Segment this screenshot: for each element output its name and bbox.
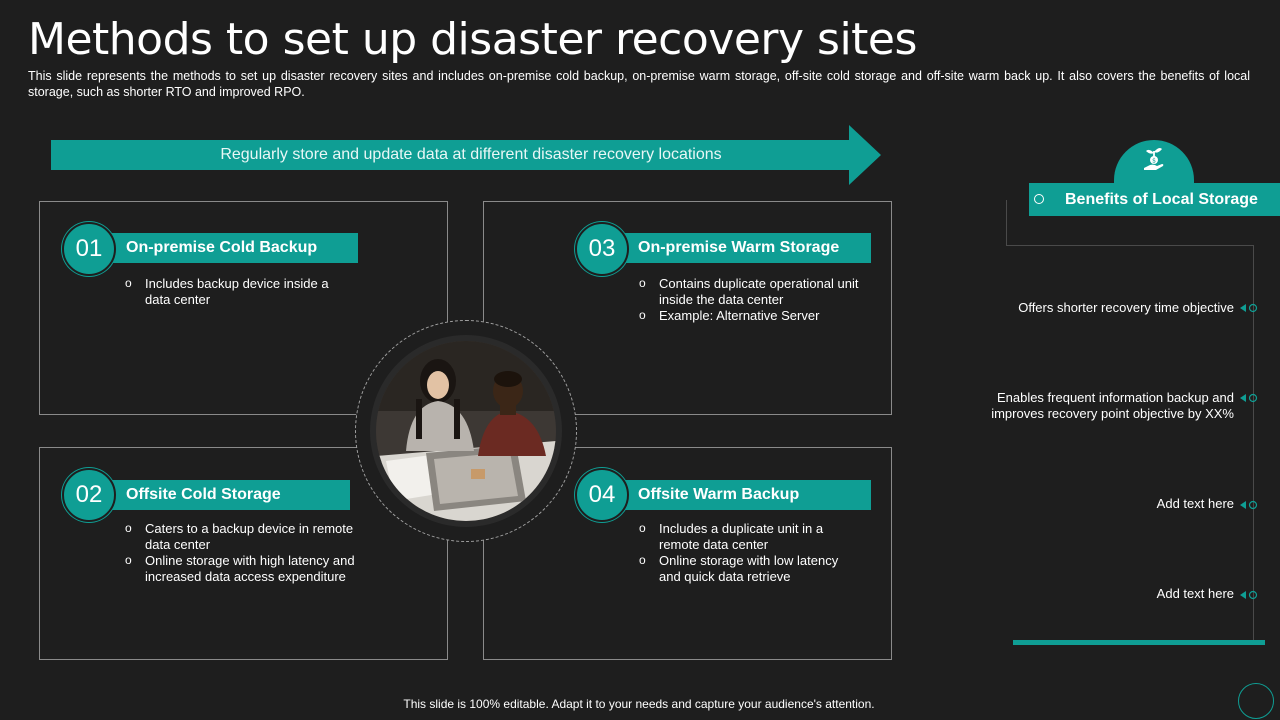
footer-note: This slide is 100% editable. Adapt it to…	[403, 697, 875, 711]
arrow-banner	[51, 125, 881, 185]
benefits-bottom-bar	[1013, 640, 1265, 645]
benefit-marker-icon	[1240, 590, 1258, 600]
benefit-item: Offers shorter recovery time objective	[1018, 300, 1234, 315]
method-number-badge: 03	[575, 222, 629, 276]
method-label: Offsite Warm Backup	[608, 480, 871, 510]
method-box-onprem-cold	[39, 201, 448, 415]
method-bullets: Includes backup device inside a data cen…	[125, 275, 340, 308]
bullet-item: Online storage with low latency and quic…	[639, 552, 854, 585]
benefit-item: Add text here	[1156, 586, 1234, 601]
page-title: Methods to set up disaster recovery site…	[28, 14, 917, 65]
method-number-badge: 04	[575, 468, 629, 522]
method-box-offsite-cold	[39, 447, 448, 660]
page-subtitle: This slide represents the methods to set…	[28, 69, 1250, 99]
bullet-item: Online storage with high latency and inc…	[125, 552, 365, 585]
method-label: On-premise Warm Storage	[608, 233, 871, 263]
arrow-banner-text: Regularly store and update data at diffe…	[220, 146, 722, 163]
benefits-header: Benefits of Local Storage	[1029, 183, 1280, 216]
bullet-item: Includes backup device inside a data cen…	[125, 275, 340, 308]
method-number-badge: 01	[62, 222, 116, 276]
benefit-marker-icon	[1240, 303, 1258, 313]
method-bullets: Includes a duplicate unit in a remote da…	[639, 520, 854, 585]
benefit-icon-container: $	[1114, 140, 1194, 184]
method-box-offsite-warm	[483, 447, 892, 660]
benefits-header-dot	[1034, 194, 1044, 204]
method-box-onprem-warm	[483, 201, 892, 415]
benefit-marker-icon	[1240, 393, 1258, 403]
method-number-badge: 02	[62, 468, 116, 522]
benefits-connector-top	[1006, 245, 1254, 246]
bullet-item: Contains duplicate operational unit insi…	[639, 275, 869, 308]
benefit-item: Add text here	[1156, 496, 1234, 511]
money-plant-hand-icon: $	[1144, 148, 1164, 170]
benefit-item: Enables frequent information backup and …	[991, 390, 1234, 421]
method-bullets: Contains duplicate operational unit insi…	[639, 275, 869, 324]
method-label: Offsite Cold Storage	[96, 480, 350, 510]
corner-decoration	[1238, 683, 1274, 719]
method-bullets: Caters to a backup device in remote data…	[125, 520, 365, 585]
benefit-marker-icon	[1240, 500, 1258, 510]
bullet-item: Caters to a backup device in remote data…	[125, 520, 365, 553]
bullet-item: Example: Alternative Server	[639, 307, 869, 324]
benefits-timeline	[1253, 245, 1254, 643]
svg-text:$: $	[1152, 158, 1156, 165]
benefits-connector-left	[1006, 200, 1007, 246]
bullet-item: Includes a duplicate unit in a remote da…	[639, 520, 854, 553]
team-photo	[376, 341, 556, 521]
method-label: On-premise Cold Backup	[96, 233, 358, 263]
